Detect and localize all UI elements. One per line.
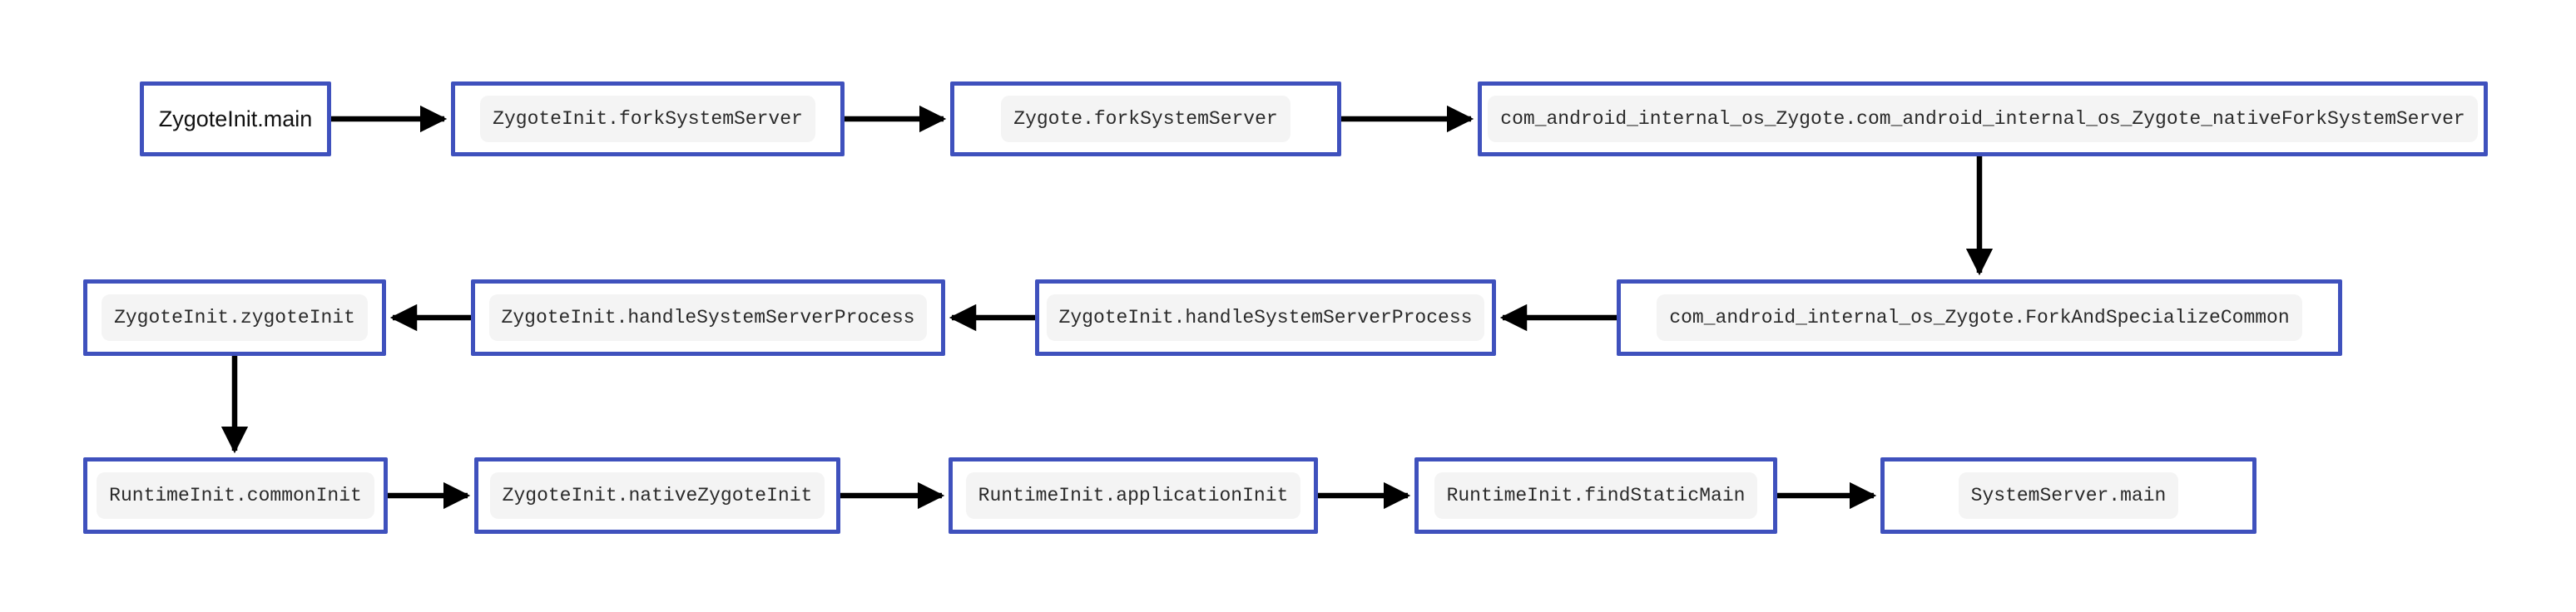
node-zygoteinit-nativezygoteinit: ZygoteInit.nativeZygoteInit bbox=[474, 457, 840, 534]
node-label: ZygoteInit.forkSystemServer bbox=[480, 96, 815, 142]
node-runtimeinit-findstaticmain: RuntimeInit.findStaticMain bbox=[1414, 457, 1777, 534]
node-runtimeinit-commoninit: RuntimeInit.commonInit bbox=[83, 457, 388, 534]
node-label: com_android_internal_os_Zygote.com_andro… bbox=[1488, 96, 2478, 142]
node-systemserver-main: SystemServer.main bbox=[1880, 457, 2256, 534]
node-label: ZygoteInit.main bbox=[158, 106, 313, 131]
node-zygoteinit-zygoteinit: ZygoteInit.zygoteInit bbox=[83, 279, 386, 356]
node-label: Zygote.forkSystemServer bbox=[1001, 96, 1290, 142]
node-label: com_android_internal_os_Zygote.ForkAndSp… bbox=[1657, 294, 2302, 341]
node-handle-system-server-process-2: ZygoteInit.handleSystemServerProcess bbox=[1035, 279, 1496, 356]
node-fork-and-specialize-common: com_android_internal_os_Zygote.ForkAndSp… bbox=[1617, 279, 2342, 356]
node-label: ZygoteInit.handleSystemServerProcess bbox=[1046, 294, 1485, 341]
node-zygoteinit-forksystemserver: ZygoteInit.forkSystemServer bbox=[451, 81, 845, 156]
node-zygoteinit-main: ZygoteInit.main bbox=[140, 81, 331, 156]
node-runtimeinit-applicationinit: RuntimeInit.applicationInit bbox=[949, 457, 1318, 534]
node-label: RuntimeInit.commonInit bbox=[97, 472, 374, 519]
node-label: RuntimeInit.findStaticMain bbox=[1434, 472, 1758, 519]
node-zygote-forksystemserver: Zygote.forkSystemServer bbox=[950, 81, 1341, 156]
node-label: ZygoteInit.zygoteInit bbox=[102, 294, 368, 341]
node-native-fork-system-server: com_android_internal_os_Zygote.com_andro… bbox=[1478, 81, 2488, 156]
node-label: RuntimeInit.applicationInit bbox=[965, 472, 1301, 519]
node-label: SystemServer.main bbox=[1958, 472, 2179, 519]
node-handle-system-server-process-1: ZygoteInit.handleSystemServerProcess bbox=[471, 279, 945, 356]
node-label: ZygoteInit.handleSystemServerProcess bbox=[488, 294, 928, 341]
node-label: ZygoteInit.nativeZygoteInit bbox=[489, 472, 825, 519]
